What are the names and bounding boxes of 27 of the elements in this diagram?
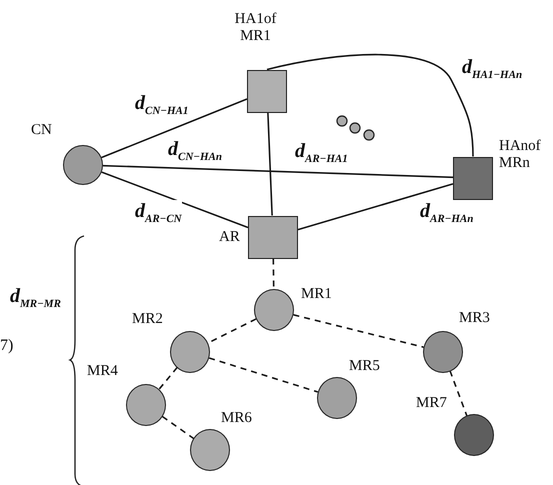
- node-label: HA1of MR1: [234, 10, 278, 45]
- node-label: AR: [219, 228, 240, 246]
- link-line: [101, 171, 248, 228]
- node-label: MR2: [132, 311, 163, 328]
- dashed-link: [158, 366, 178, 390]
- node-label: MR1: [301, 286, 332, 304]
- link-line: [298, 183, 454, 230]
- edge-label: d$_{CN−HA1}$: [135, 92, 188, 118]
- text-fragment: 7): [0, 337, 14, 355]
- edge-label: d$_{CN−HAn}$: [168, 138, 222, 164]
- dashed-link: [293, 314, 424, 348]
- distance-label: d$_{MR−MR}$: [10, 285, 61, 310]
- link-line: [267, 112, 273, 216]
- node-label: MR4: [87, 363, 118, 380]
- dashed-link: [162, 416, 194, 440]
- node-label: MR6: [221, 410, 252, 428]
- dashed-link: [208, 357, 318, 393]
- node-label: HAnof MRn: [499, 138, 542, 172]
- dashed-link: [449, 370, 468, 417]
- node-label: MR5: [349, 358, 380, 376]
- edge-label: d$_{AR−CN}$: [135, 200, 182, 226]
- link-line: [101, 98, 248, 158]
- link-line: [266, 54, 474, 156]
- node-label: CN: [31, 122, 52, 140]
- node-label: MR7: [416, 395, 447, 412]
- node-label: MR3: [459, 310, 490, 328]
- link-line: [102, 164, 454, 178]
